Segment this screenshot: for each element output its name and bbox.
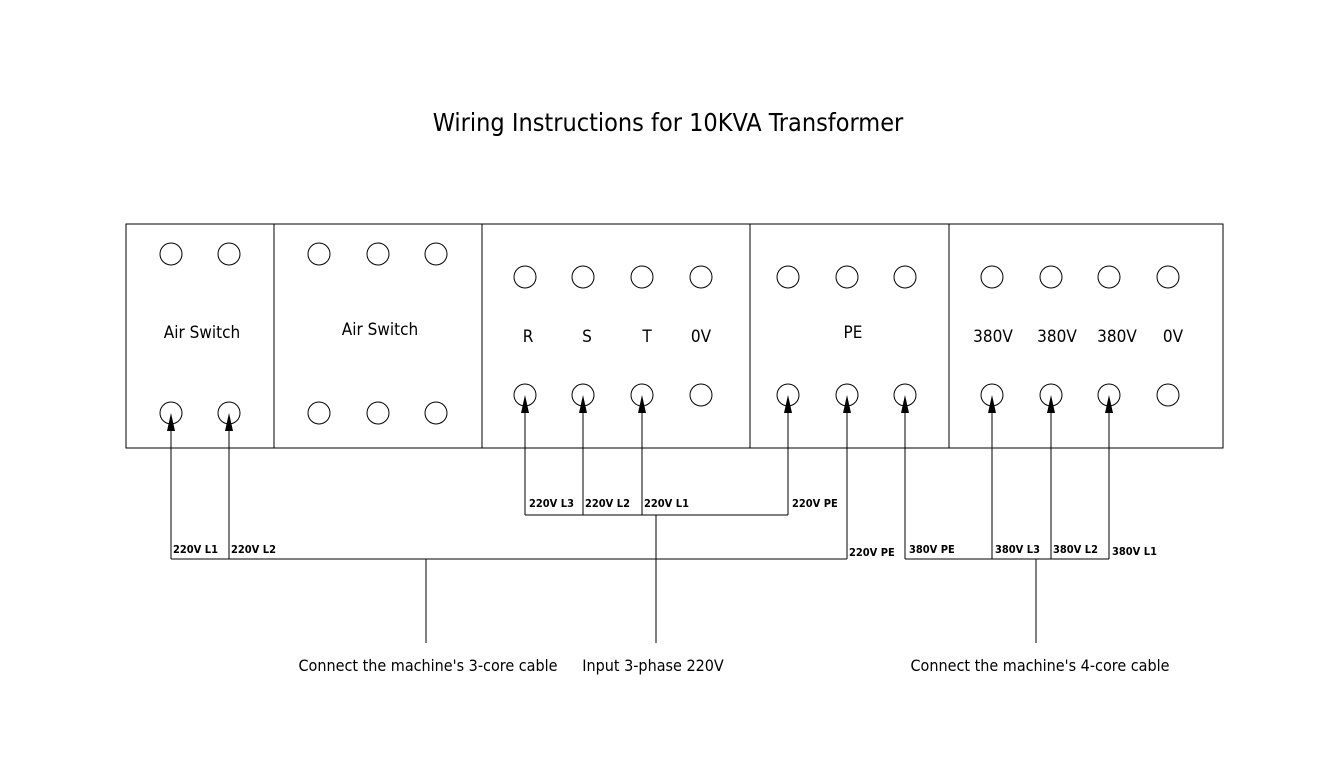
wire-label: 380V L2	[1053, 543, 1098, 556]
terminal-bottom	[689, 383, 713, 407]
arrow-icon	[225, 413, 233, 431]
wire-label: 220V L2	[231, 543, 276, 556]
arrow-icon	[843, 395, 851, 413]
arrow-icon	[988, 395, 996, 413]
terminal-label-0v: 0V	[691, 327, 712, 347]
panel-outline	[125, 223, 1224, 449]
input-220v-section: R S T 0V	[513, 265, 713, 407]
wire-label: 220V L1	[173, 543, 218, 556]
air-switch-3-pole: Air Switch	[307, 242, 448, 425]
output-380v-section: 380V 380V 380V 0V	[973, 265, 1184, 407]
terminal-label-t: T	[641, 327, 652, 347]
terminal-label-pe: PE	[844, 323, 863, 343]
terminal-top	[1039, 265, 1063, 289]
terminal-top	[776, 265, 800, 289]
terminal-top	[366, 242, 390, 266]
wire-label: 220V L3	[529, 497, 574, 510]
wire-label: 220V L2	[585, 497, 630, 510]
terminal-top	[307, 242, 331, 266]
arrow-icon	[1105, 395, 1113, 413]
caption-input-220v: Input 3-phase 220V	[582, 656, 724, 675]
diagram-title: Wiring Instructions for 10KVA Transforme…	[433, 108, 904, 137]
terminal-top	[689, 265, 713, 289]
wire-label: 220V L1	[644, 497, 689, 510]
wire-label: 380V L1	[1112, 545, 1157, 558]
pe-section: PE	[776, 265, 917, 407]
wire-label: 380V L3	[995, 543, 1040, 556]
terminal-top	[424, 242, 448, 266]
terminal-top	[513, 265, 537, 289]
wire-label: 380V PE	[909, 543, 955, 556]
arrow-icon	[521, 395, 529, 413]
terminal-top	[159, 242, 183, 266]
three-core-cable-wiring	[167, 395, 851, 643]
terminal-label-380v: 380V	[1037, 327, 1077, 347]
arrow-icon	[784, 395, 792, 413]
terminal-panel	[125, 223, 1224, 449]
terminal-top	[1156, 265, 1180, 289]
arrow-icon	[167, 413, 175, 431]
air-switch-2-pole: Air Switch	[159, 242, 241, 425]
arrow-icon	[1047, 395, 1055, 413]
arrow-icon	[638, 395, 646, 413]
wire-labels: 220V L1 220V L2 220V L3 220V L2 220V L1 …	[173, 497, 1157, 559]
terminal-top	[835, 265, 859, 289]
terminal-label-r: R	[523, 327, 534, 347]
wire-label: 220V PE	[849, 546, 895, 559]
terminal-bottom	[366, 401, 390, 425]
arrow-icon	[579, 395, 587, 413]
terminal-top	[893, 265, 917, 289]
terminal-top	[217, 242, 241, 266]
terminal-top	[571, 265, 595, 289]
arrow-icon	[901, 395, 909, 413]
terminal-label-380v: 380V	[973, 327, 1013, 347]
terminal-top	[1097, 265, 1121, 289]
terminal-label-380v: 380V	[1097, 327, 1137, 347]
terminal-bottom	[424, 401, 448, 425]
terminal-label-s: S	[582, 327, 592, 347]
caption-four-core-cable: Connect the machine's 4-core cable	[911, 656, 1170, 675]
terminal-bottom	[1156, 383, 1180, 407]
wire-label: 220V PE	[792, 497, 838, 510]
terminal-label-0v: 0V	[1163, 327, 1184, 347]
terminal-top	[980, 265, 1004, 289]
air-switch-label: Air Switch	[342, 320, 418, 340]
four-core-cable-wiring	[901, 395, 1113, 643]
terminal-bottom	[307, 401, 331, 425]
input-220v-wiring	[521, 395, 792, 643]
air-switch-label: Air Switch	[164, 323, 240, 343]
terminal-top	[630, 265, 654, 289]
caption-three-core-cable: Connect the machine's 3-core cable	[299, 656, 558, 675]
